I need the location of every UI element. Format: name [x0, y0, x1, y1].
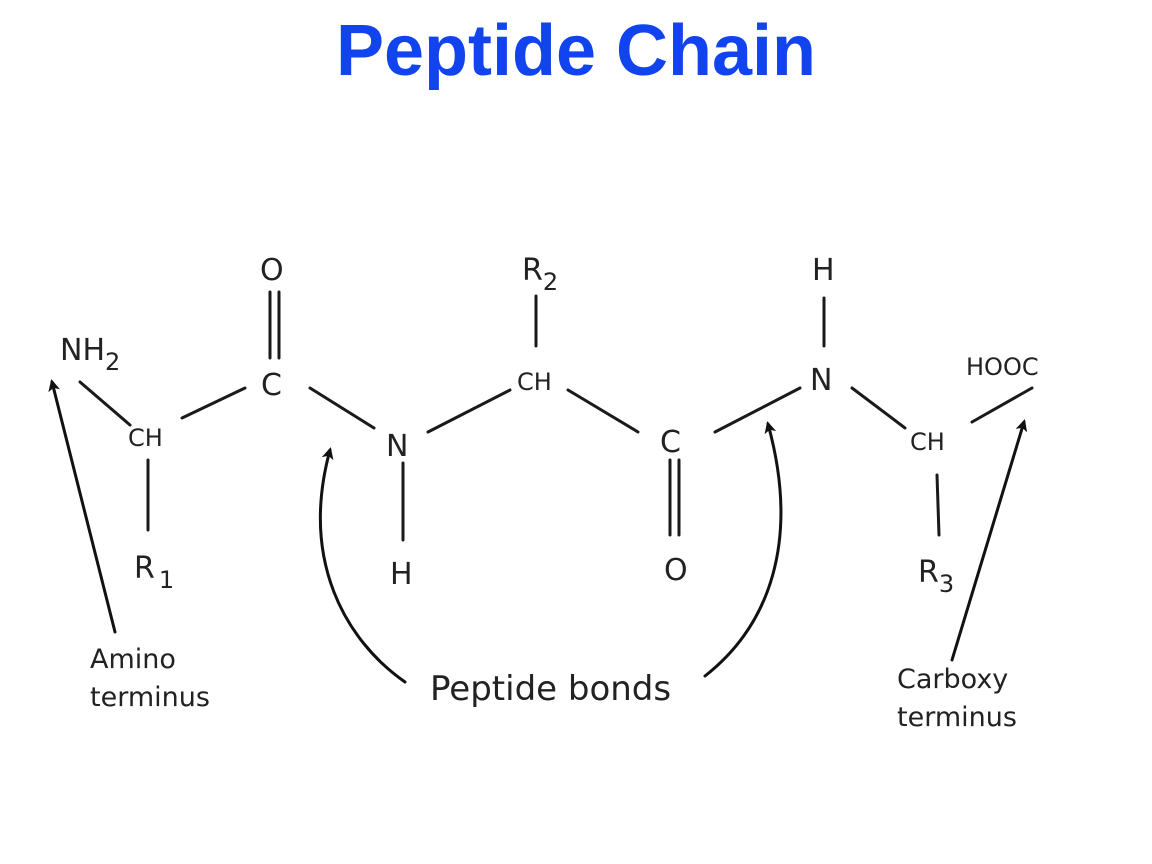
atom-c-2: C — [660, 425, 681, 460]
peptide-bond-arrow-left — [318, 447, 407, 684]
bond-ch3-hooc — [970, 386, 1034, 424]
atom-o-top: O — [260, 253, 284, 288]
atom-r2: R2 — [522, 253, 558, 296]
peptide-bonds-label: Peptide bonds — [430, 669, 671, 709]
atom-hooc: HOOC — [966, 353, 1039, 381]
atom-n-1: N — [386, 429, 408, 464]
amino-terminus-arrow — [48, 379, 117, 634]
amino-terminus-label-line2: terminus — [90, 682, 210, 713]
atom-h-bottom: H — [390, 557, 413, 592]
bond-ch3-r3 — [935, 473, 941, 537]
atom-o-bottom: O — [664, 553, 688, 588]
atom-r3: R3 — [918, 555, 954, 598]
bond-c1-n1 — [308, 386, 376, 430]
annotation-arrows — [48, 379, 1028, 684]
captions: Amino terminus Peptide bonds Carboxy ter… — [90, 644, 1017, 733]
carboxy-terminus-label-line2: terminus — [897, 702, 1017, 733]
carboxy-terminus-label-line1: Carboxy — [897, 664, 1008, 695]
bond-c2-n2 — [713, 386, 802, 434]
amino-terminus-label-line1: Amino — [90, 644, 176, 675]
bond-ch2-c2 — [566, 388, 640, 434]
bond-nh2-ch — [78, 380, 132, 427]
bond-n2-ch3 — [850, 386, 907, 430]
bond-n1-ch2 — [426, 388, 512, 434]
atom-ch-3: CH — [910, 428, 945, 456]
bond-lines — [78, 290, 1034, 542]
atom-c-1: C — [261, 368, 282, 403]
bond-ch-c1 — [180, 386, 247, 420]
carboxy-terminus-arrow — [950, 419, 1028, 662]
atom-n-2: N — [810, 363, 832, 398]
peptide-bond-arrow-right — [703, 421, 783, 678]
page-title: Peptide Chain — [335, 11, 817, 91]
atom-nh2: NH2 — [60, 333, 120, 376]
atom-ch-2: CH — [517, 368, 552, 396]
atom-ch-1: CH — [128, 424, 163, 452]
atom-h-top: H — [812, 253, 835, 288]
